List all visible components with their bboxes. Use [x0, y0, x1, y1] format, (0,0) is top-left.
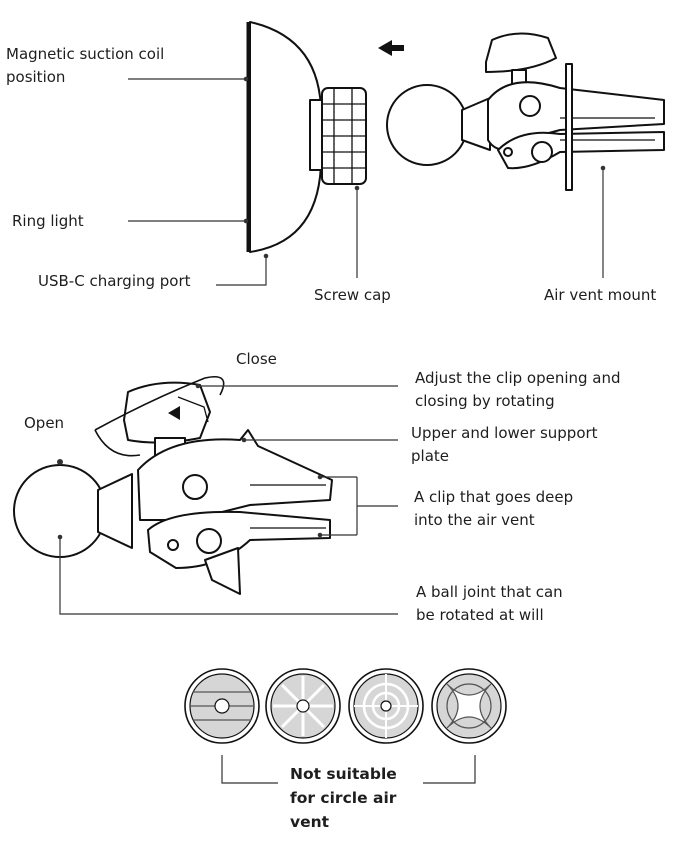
leader-dot	[600, 165, 606, 171]
radial-blade-vent-icon	[265, 668, 341, 744]
ball-head	[386, 84, 468, 166]
arrow-left-icon	[378, 40, 404, 56]
ball-joint-label: A ball joint that can be rotated at will	[416, 581, 563, 627]
rotation-arrow-head	[168, 406, 180, 420]
clip-hinge	[519, 95, 541, 117]
concentric-ring-vent-icon	[348, 668, 424, 744]
not-suitable-label-line3: vent	[290, 813, 330, 831]
adjust-clip-label-line1: Adjust the clip opening and	[415, 369, 621, 387]
bottom-leader-lines	[221, 755, 476, 784]
magnetic-coil-label-line2: position	[6, 68, 66, 86]
leader-dot	[243, 76, 249, 82]
leader-dot	[317, 474, 323, 480]
leader-line	[216, 258, 267, 286]
ball-joint-label-line1: A ball joint that can	[416, 583, 563, 601]
clip-pin	[503, 147, 513, 157]
support-plate-label-line1: Upper and lower support	[411, 424, 598, 442]
charger-assembly	[246, 21, 367, 253]
vent-hook-fin	[565, 63, 573, 191]
top-leader-lines	[128, 76, 606, 286]
leader-line	[59, 537, 398, 615]
rotation-indicator	[177, 396, 209, 423]
leader-dot	[243, 218, 249, 224]
clip-detail	[13, 376, 333, 595]
leader-dot	[317, 532, 323, 538]
not-suitable-label-line1: Not suitable	[290, 765, 397, 783]
ball-joint-label-line2: be rotated at will	[416, 606, 544, 624]
rotation-arrow-icon	[94, 376, 225, 431]
magnetic-coil-label-line1: Magnetic suction coil	[6, 45, 165, 63]
leader-line	[221, 755, 278, 784]
detail-neck	[97, 473, 133, 549]
adjust-clip-label-line2: closing by rotating	[415, 392, 555, 410]
usb-c-port-label: USB-C charging port	[38, 272, 191, 290]
support-plate-label: Upper and lower support plate	[411, 422, 598, 468]
detail-rotation-knob	[123, 381, 211, 444]
leader-dot	[241, 437, 247, 443]
ball-top-dot	[57, 459, 63, 465]
support-plate-label-line2: plate	[411, 447, 449, 465]
detail-vent-hook	[204, 547, 241, 595]
detail-hinge	[182, 474, 208, 500]
leader-dot	[57, 534, 63, 540]
air-vent-mount-part	[386, 32, 665, 191]
deep-clip-label: A clip that goes deep into the air vent	[414, 486, 573, 532]
adjust-clip-label: Adjust the clip opening and closing by r…	[415, 367, 621, 413]
horizontal-slat-vent-icon	[184, 668, 260, 744]
detail-lower-jaw	[147, 510, 331, 569]
vent-types	[184, 668, 507, 744]
deep-clip-label-line2: into the air vent	[414, 511, 535, 529]
clip-hinge	[531, 141, 553, 163]
not-suitable-label-line2: for circle air	[290, 789, 397, 807]
leader-line	[423, 755, 476, 784]
leader-dot	[354, 185, 360, 191]
lower-clip-jaw	[497, 131, 665, 170]
open-label: Open	[24, 414, 65, 432]
screw-cap-label: Screw cap	[314, 286, 391, 304]
deep-clip-label-line1: A clip that goes deep	[414, 488, 574, 506]
close-label: Close	[236, 350, 277, 368]
leader-dot	[263, 253, 269, 259]
rotation-arrow-tail	[94, 429, 141, 457]
leader-dot	[195, 383, 201, 389]
ring-light-label: Ring light	[12, 212, 84, 230]
ball-neck	[461, 97, 491, 151]
rotation-knob	[485, 32, 557, 73]
detail-hinge	[196, 528, 222, 554]
cross-curve-vent-icon	[431, 668, 507, 744]
magnetic-coil-label: Magnetic suction coil position	[6, 43, 164, 89]
middle-leader-lines	[57, 383, 398, 615]
air-vent-mount-label: Air vent mount	[544, 286, 657, 304]
detail-pin	[167, 539, 179, 551]
not-suitable-label: Not suitable for circle air vent	[290, 762, 397, 834]
